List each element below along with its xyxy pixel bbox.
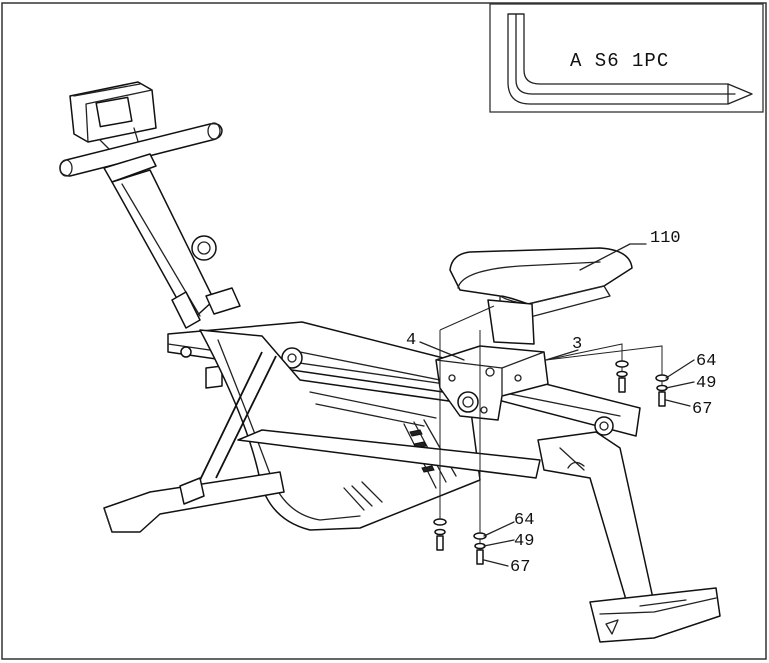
- leader-lines: [419, 243, 695, 567]
- inset-caption: A S6 1PC: [570, 50, 669, 72]
- callout-lower-washer: 64: [514, 511, 534, 530]
- callout-upper-lockwasher: 49: [696, 374, 716, 393]
- callout-bracket-left: 4: [406, 331, 416, 350]
- washer-icon: [615, 360, 669, 382]
- upright-post: [111, 169, 241, 329]
- front-brace: [237, 429, 541, 479]
- callouts: 110 4 3 64 49 67 64 49 67: [406, 229, 716, 577]
- callout-lower-lockwasher: 49: [514, 532, 534, 551]
- seat-carriage: [435, 345, 549, 421]
- rowing-machine-icon: [59, 81, 721, 643]
- assembly-guides: [439, 305, 663, 560]
- inset-border: [489, 3, 764, 113]
- callout-upper-bolt: 67: [692, 400, 712, 419]
- seat-icon: [449, 247, 633, 345]
- bolt-icon: [618, 377, 666, 407]
- rear-leg: [537, 431, 721, 643]
- callout-bracket-right: 3: [572, 335, 582, 354]
- handlebar: [59, 122, 223, 183]
- tool-inset: A S6 1PC: [489, 3, 764, 113]
- upper-hardware: [615, 360, 669, 407]
- callout-seat: 110: [650, 229, 681, 248]
- callout-lower-bolt: 67: [510, 558, 530, 577]
- lower-hardware: [433, 518, 487, 565]
- callout-upper-washer: 64: [696, 352, 716, 371]
- front-stabilizer: [103, 351, 285, 533]
- allen-key-icon: [507, 13, 753, 105]
- console-monitor: [69, 81, 157, 161]
